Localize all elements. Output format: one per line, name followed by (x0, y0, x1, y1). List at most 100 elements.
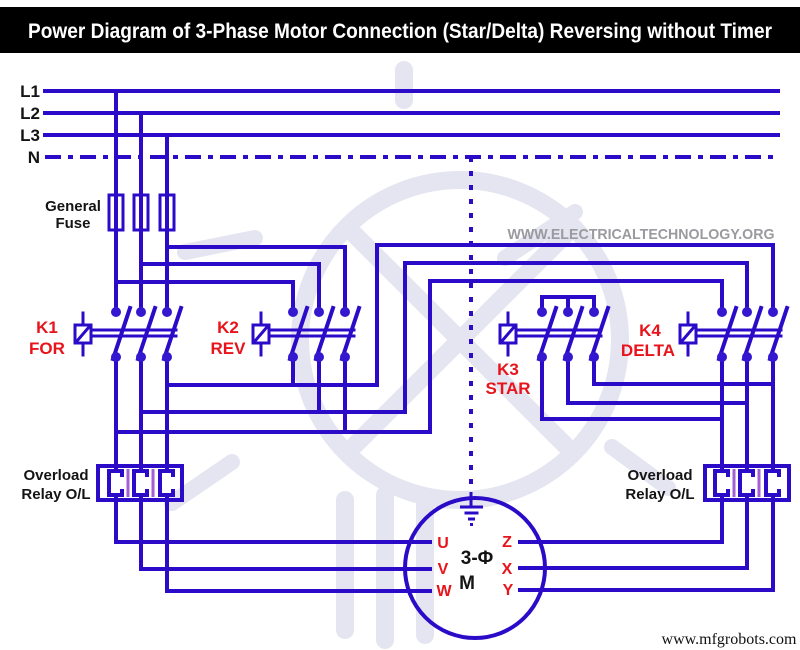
wire-K3-tie-3 (592, 355, 775, 386)
contact-blade (562, 305, 585, 362)
terminal-Z: Z (502, 534, 512, 551)
contact-blade (588, 305, 611, 362)
contact-blade (716, 305, 739, 362)
label-N: N (28, 148, 40, 167)
contact-blade (313, 305, 336, 362)
earth-ground-icon (460, 505, 483, 526)
bus-W-to-K4 (165, 243, 775, 387)
ol-left-label-1: Overload (23, 467, 88, 484)
junction-dot (340, 352, 350, 362)
heater-element-icon (713, 469, 730, 497)
junction-dot (288, 352, 298, 362)
actuator-bar (694, 328, 783, 338)
contactor-k2-rev: K2 REV (211, 305, 362, 362)
junction-dot (314, 307, 324, 317)
k1-id: K1 (36, 318, 58, 337)
bus-V-to-K4 (139, 261, 749, 414)
fuse-icon (158, 193, 176, 232)
wiring (114, 89, 775, 593)
contactor-k4-delta: K4 DELTA (621, 305, 790, 362)
k3-caption: STAR (485, 379, 530, 398)
coil-diagonal (74, 324, 92, 344)
junction-dot (537, 307, 547, 317)
bulb-ray (604, 439, 676, 496)
page-title: Power Diagram of 3-Phase Motor Connectio… (28, 20, 772, 43)
label-L1: L1 (20, 82, 40, 101)
junction-dot (589, 352, 599, 362)
wire-L2-to-K2 (139, 262, 321, 314)
k3-id: K3 (497, 360, 519, 379)
label-L2: L2 (20, 104, 40, 123)
wire-to-motor-W (165, 498, 432, 593)
junction-dot (136, 307, 146, 317)
contact-blade (536, 305, 559, 362)
footer-credit: www.mfgrobots.com (662, 631, 798, 648)
motor-circle (403, 496, 547, 640)
coil-diagonal (499, 324, 517, 344)
junction-dot (717, 307, 727, 317)
contact-blade (339, 305, 362, 362)
junction-dot (742, 307, 752, 317)
heater-element-icon (107, 469, 124, 497)
overload-relay-left: Overload Relay O/L (21, 464, 184, 503)
junction-dot (589, 307, 599, 317)
terminal-Y: Y (503, 582, 514, 599)
heater-element-icon (132, 469, 149, 497)
actuator-bar (267, 328, 356, 338)
ol-right-label-1: Overload (627, 467, 692, 484)
junction-dot (340, 307, 350, 317)
motor-phase-label: 3-Φ (461, 548, 494, 569)
junction-dot (136, 352, 146, 362)
k4-id: K4 (639, 321, 661, 340)
site-watermark-text: WWW.ELECTRICALTECHNOLOGY.ORG (508, 226, 775, 243)
k4-caption: DELTA (621, 341, 675, 360)
contact-blade (135, 305, 158, 362)
junction-dot (563, 352, 573, 362)
wire-to-motor-U (114, 498, 432, 544)
fuse-icon (107, 193, 125, 232)
junction-dot (162, 352, 172, 362)
junction-dot (537, 352, 547, 362)
heater-element-icon (738, 469, 755, 497)
ol-left-label-2: Relay O/L (21, 486, 90, 503)
terminal-U: U (437, 535, 449, 552)
contact-blade (287, 305, 310, 362)
neutral-earth-branch (460, 157, 483, 526)
bus-U-to-K4 (114, 279, 724, 434)
wire-L1-to-K2 (114, 280, 295, 314)
junction-dot (162, 307, 172, 317)
junction-dot (768, 352, 778, 362)
k2-id: K2 (217, 318, 239, 337)
overload-box (703, 464, 791, 502)
contactor-k3-star: K3 STAR (485, 305, 611, 398)
terminal-W: W (436, 583, 452, 600)
contact-blade (110, 305, 133, 362)
general-fuse: General Fuse (45, 193, 176, 232)
junction-dots (111, 307, 778, 362)
junction-dot (314, 352, 324, 362)
terminal-X: X (502, 561, 513, 578)
k1-caption: FOR (29, 339, 65, 358)
ol-right-stubs (720, 464, 775, 502)
banner-background (0, 7, 800, 53)
wire-K3-tie-1 (540, 355, 724, 421)
heater-element-icon (158, 469, 175, 497)
contact-blade (741, 305, 764, 362)
label-L3: L3 (20, 126, 40, 145)
terminal-V: V (438, 561, 449, 578)
coil-diagonal (679, 324, 697, 344)
junction-dot (717, 352, 727, 362)
junction-dot (768, 307, 778, 317)
fuse-label-line2: Fuse (55, 215, 90, 232)
contact-blade (161, 305, 184, 362)
wire-to-motor-V (139, 498, 432, 571)
coil-diagonal (252, 324, 270, 344)
wire-L3-to-K2 (165, 245, 347, 314)
supply-bus: L1 L2 L3 N (20, 82, 780, 167)
bulb-ray (497, 204, 583, 266)
title-banner: Power Diagram of 3-Phase Motor Connectio… (0, 7, 800, 53)
fuse-label-line1: General (45, 198, 101, 215)
overload-relay-right: Overload Relay O/L (625, 464, 791, 503)
junction-dot (111, 352, 121, 362)
